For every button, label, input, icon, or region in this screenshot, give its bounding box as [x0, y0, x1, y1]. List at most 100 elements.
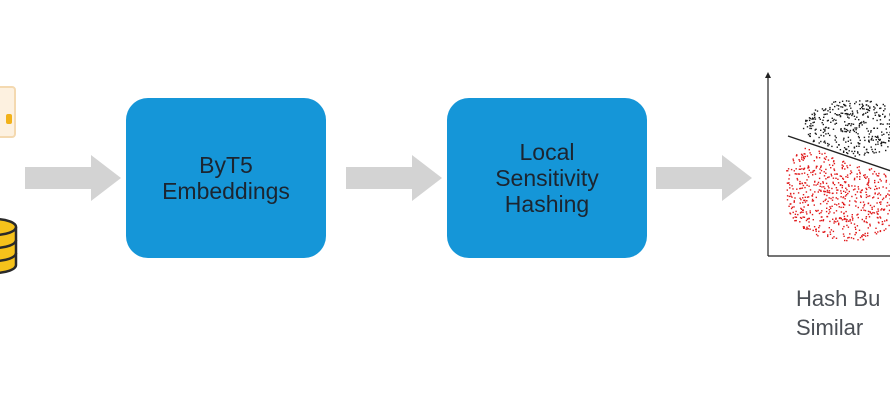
scatter-point: [847, 116, 849, 118]
scatter-point: [807, 228, 809, 230]
scatter-point: [822, 119, 824, 121]
scatter-point: [824, 127, 827, 129]
scatter-point: [878, 192, 880, 194]
scatter-point: [823, 128, 825, 130]
scatter-point: [885, 187, 888, 189]
scatter-point: [815, 184, 817, 186]
scatter-point: [804, 147, 806, 150]
scatter-point: [882, 197, 885, 199]
scatter-point: [799, 160, 801, 162]
scatter-point: [862, 234, 864, 236]
scatter-point: [836, 104, 838, 107]
scatter-point: [860, 189, 863, 192]
scatter-point: [811, 118, 813, 120]
arrow-right-icon: [346, 155, 442, 201]
scatter-point: [859, 201, 862, 204]
scatter-point: [888, 119, 890, 121]
scatter-point: [832, 128, 835, 130]
scatter-point: [858, 229, 861, 231]
scatter-point: [838, 222, 840, 224]
scatter-point: [820, 129, 822, 131]
scatter-point: [858, 123, 861, 125]
scatter-point: [807, 176, 810, 178]
scatter-point: [827, 119, 829, 122]
scatter-point: [839, 115, 842, 118]
scatter-point: [847, 226, 850, 228]
scatter-point: [835, 122, 838, 124]
scatter-point: [839, 115, 842, 117]
scatter-point: [885, 228, 887, 230]
scatter-point: [875, 103, 878, 106]
scatter-point: [820, 189, 822, 192]
scatter-point: [833, 160, 835, 162]
scatter-point: [823, 193, 826, 196]
scatter-point: [800, 198, 802, 201]
scatter-point: [835, 136, 837, 139]
scatter-point: [878, 138, 880, 141]
scatter-point: [883, 173, 885, 175]
scatter-point: [884, 108, 886, 110]
scatter-point: [849, 200, 851, 202]
scatter-point: [795, 216, 798, 218]
scatter-point: [821, 108, 824, 110]
scatter-point: [812, 121, 814, 124]
scatter-point: [852, 152, 855, 155]
scatter-point: [875, 227, 877, 229]
scatter-point: [842, 233, 845, 235]
scatter-point: [875, 233, 878, 235]
scatter-point: [790, 207, 793, 210]
scatter-point: [877, 193, 879, 196]
lsh-label: Local Sensitivity Hashing: [495, 139, 599, 217]
scatter-point: [879, 138, 881, 141]
scatter-point: [877, 181, 880, 183]
scatter-point: [883, 110, 885, 112]
scatter-point: [859, 139, 861, 141]
document-icon: [0, 86, 16, 138]
scatter-point: [805, 211, 808, 213]
scatter-point: [859, 191, 862, 193]
scatter-point: [847, 176, 849, 178]
scatter-point: [868, 195, 871, 197]
scatter-point: [840, 211, 843, 213]
scatter-point: [845, 131, 847, 133]
scatter-point: [812, 170, 814, 172]
scatter-point: [879, 115, 881, 117]
scatter-point: [809, 117, 811, 120]
scatter-point: [809, 228, 811, 230]
scatter-point: [836, 192, 838, 194]
scatter-point: [841, 166, 843, 169]
scatter-point: [818, 136, 820, 139]
scatter-point: [843, 225, 845, 228]
scatter-point: [845, 194, 848, 196]
scatter-point: [824, 230, 826, 233]
scatter-point: [796, 188, 798, 190]
scatter-point: [882, 141, 884, 143]
scatter-point: [856, 191, 859, 193]
scatter-point: [825, 178, 827, 180]
scatter-point: [886, 131, 888, 134]
scatter-point: [838, 105, 840, 107]
scatter-point: [802, 226, 805, 228]
scatter-point: [853, 130, 856, 133]
scatter-point: [827, 159, 830, 161]
scatter-point: [799, 221, 801, 223]
scatter-point: [883, 141, 885, 144]
scatter-point: [832, 161, 835, 163]
scatter-point: [865, 100, 867, 102]
scatter-point: [849, 102, 851, 105]
scatter-point: [841, 201, 844, 204]
scatter-point: [888, 123, 890, 125]
scatter-point: [832, 192, 834, 194]
scatter-point: [842, 178, 845, 180]
scatter-point: [800, 208, 803, 210]
scatter-point: [859, 142, 861, 145]
scatter-point: [826, 194, 828, 197]
scatter-point: [787, 170, 789, 172]
scatter-point: [834, 113, 836, 115]
scatter-point: [817, 183, 819, 185]
scatter-point: [847, 192, 849, 195]
scatter-point: [841, 186, 843, 189]
scatter-point: [814, 109, 817, 111]
scatter-point: [818, 152, 821, 154]
scatter-point: [806, 126, 809, 128]
